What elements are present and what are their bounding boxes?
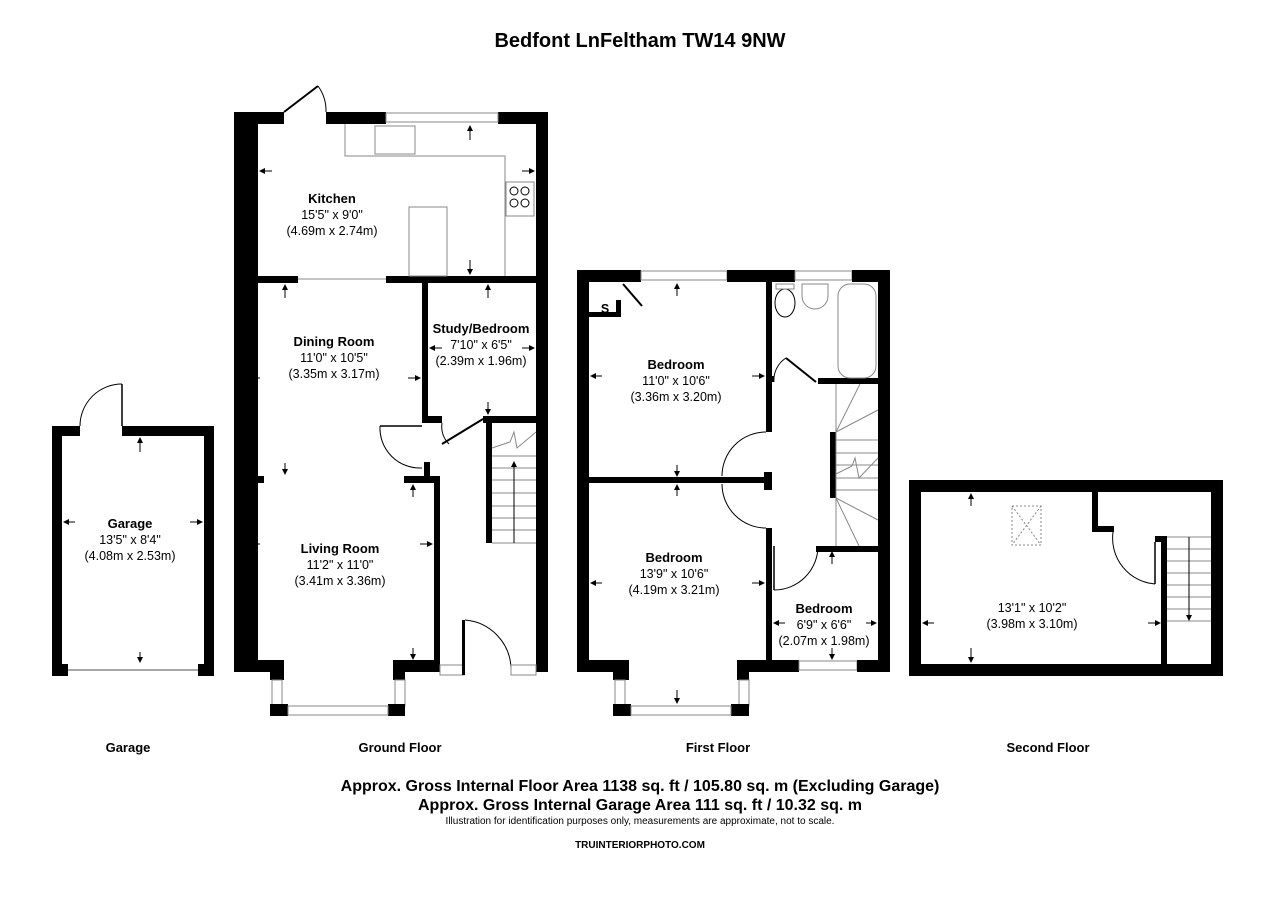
- room-label-living-room: Living Room 11'2" x 11'0" (3.41m x 3.36m…: [294, 541, 385, 589]
- room-label-dining-room: Dining Room 11'0" x 10'5" (3.35m x 3.17m…: [288, 334, 379, 382]
- floor-label-first: First Floor: [685, 740, 751, 755]
- room-name: Kitchen: [308, 191, 356, 206]
- room-size-imperial: 15'5" x 9'0": [301, 208, 363, 222]
- room-label-bedroom-2: Bedroom 13'9" x 10'6" (4.19m x 3.21m): [628, 550, 719, 598]
- room-name: Living Room: [300, 541, 380, 556]
- floor-label-second: Second Floor: [1006, 740, 1090, 755]
- room-name: Garage: [107, 516, 153, 531]
- room-size-metric: (3.98m x 3.10m): [986, 617, 1078, 631]
- page-title: Bedfont LnFeltham TW14 9NW: [494, 30, 786, 52]
- room-size-imperial: 13'9" x 10'6": [639, 567, 709, 581]
- room-size-metric: (3.35m x 3.17m): [288, 367, 380, 381]
- gross-area-main: Approx. Gross Internal Floor Area 1138 s…: [340, 778, 940, 795]
- ground-floor-plan: [234, 85, 548, 716]
- room-size-imperial: 11'2" x 11'0": [306, 558, 374, 572]
- room-size-metric: (4.19m x 3.21m): [628, 583, 720, 597]
- room-label-loft: 13'1" x 10'2" (3.98m x 3.10m): [986, 600, 1077, 632]
- room-size-imperial: 11'0" x 10'6": [642, 374, 710, 388]
- room-size-metric: (3.41m x 3.36m): [294, 574, 386, 588]
- garage-plan: [52, 383, 214, 676]
- floor-label-garage: Garage: [105, 740, 151, 755]
- room-size-imperial: 7'10" x 6'5": [450, 338, 512, 352]
- storage-label: S: [600, 302, 610, 316]
- room-name: Bedroom: [645, 550, 703, 565]
- room-size-imperial: 11'0" x 10'5": [300, 351, 368, 365]
- room-size-metric: (2.39m x 1.96m): [435, 354, 527, 368]
- room-size-imperial: 6'9" x 6'6": [796, 618, 852, 632]
- room-label-garage: Garage 13'5" x 8'4" (4.08m x 2.53m): [84, 516, 175, 564]
- room-size-imperial: 13'5" x 8'4": [99, 533, 161, 547]
- room-name: Bedroom: [795, 601, 853, 616]
- first-floor-plan: [577, 270, 890, 716]
- room-size-imperial: 13'1" x 10'2": [997, 601, 1067, 615]
- room-name: Dining Room: [293, 334, 375, 349]
- room-size-metric: (3.36m x 3.20m): [630, 390, 722, 404]
- room-size-metric: (4.69m x 2.74m): [286, 224, 378, 238]
- room-label-bedroom-1: Bedroom 11'0" x 10'6" (3.36m x 3.20m): [630, 357, 721, 405]
- room-name: Study/Bedroom: [432, 321, 530, 336]
- website: TRUINTERIORPHOTO.COM: [575, 840, 705, 851]
- room-name: Bedroom: [647, 357, 705, 372]
- floor-label-ground: Ground Floor: [358, 740, 442, 755]
- room-label-kitchen: Kitchen 15'5" x 9'0" (4.69m x 2.74m): [286, 191, 377, 239]
- room-label-bedroom-3: Bedroom 6'9" x 6'6" (2.07m x 1.98m): [778, 601, 869, 649]
- second-floor-plan: [909, 480, 1223, 676]
- disclaimer: Illustration for identification purposes…: [445, 816, 835, 827]
- room-size-metric: (2.07m x 1.98m): [778, 634, 870, 648]
- room-label-study-bedroom: Study/Bedroom 7'10" x 6'5" (2.39m x 1.96…: [433, 321, 530, 369]
- gross-area-garage: Approx. Gross Internal Garage Area 111 s…: [417, 797, 863, 814]
- room-size-metric: (4.08m x 2.53m): [84, 549, 176, 563]
